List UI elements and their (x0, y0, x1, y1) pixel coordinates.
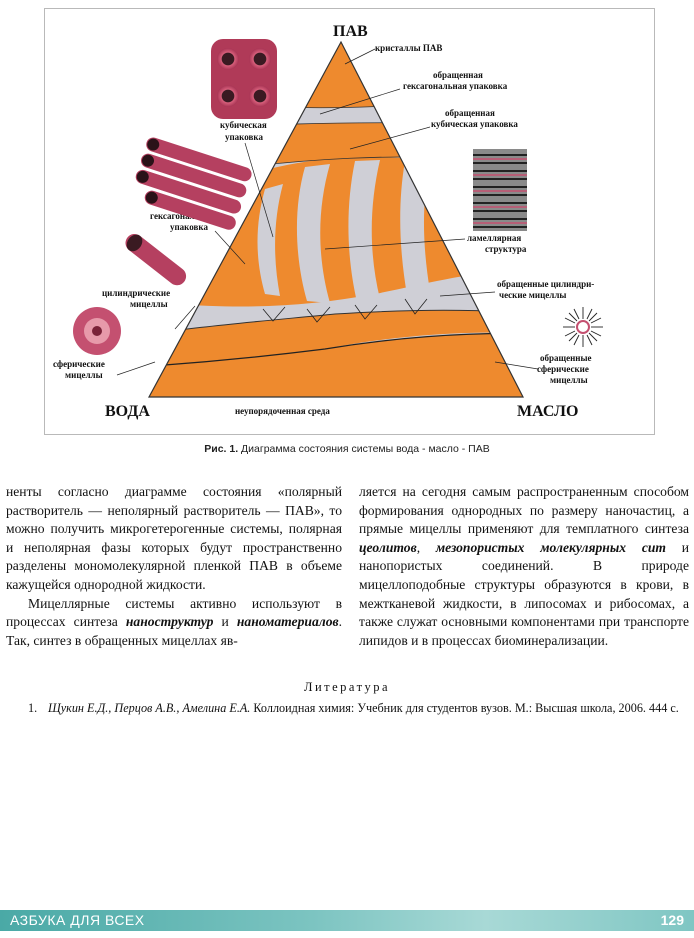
label-inv-sph-2: сферические (537, 364, 589, 374)
left-paragraph-2: Мицеллярные системы активно используют в… (6, 595, 342, 648)
page-number: 129 (660, 912, 684, 928)
label-lamellar-1: ламеллярная (467, 233, 521, 243)
figure-frame: ПАВ ВОДА МАСЛО кристаллы ПАВ обращенная … (44, 8, 655, 435)
literature-rest: Коллоидная химия: Учебник для студентов … (250, 701, 679, 715)
corner-label-top: ПАВ (333, 23, 368, 40)
lamellar-stack-icon (473, 149, 527, 231)
corner-label-left: ВОДА (105, 403, 150, 420)
label-crystals: кристаллы ПАВ (375, 43, 442, 53)
label-cubic-2: упаковка (225, 132, 263, 142)
spherical-micelle-icon (73, 307, 121, 355)
label-inv-hex-2: гексагональная упаковка (403, 81, 508, 91)
hexagonal-cylinders-icon (135, 137, 252, 230)
caption-text: Диаграмма состояния системы вода - масло… (238, 443, 490, 455)
label-inv-sph-3: мицеллы (550, 375, 588, 385)
label-sph-1: сферические (53, 359, 105, 369)
footer-bar: АЗБУКА ДЛЯ ВСЕХ 129 (0, 910, 694, 931)
label-cubic-1: кубическая (220, 120, 267, 130)
left-column: ненты согласно диаграмме состояния «поля… (6, 483, 342, 650)
phase-diagram: ПАВ ВОДА МАСЛО кристаллы ПАВ обращенная … (53, 23, 603, 420)
label-cyl-2: мицеллы (130, 299, 168, 309)
right-paragraph: ляется на сегодня самым распространенным… (359, 484, 689, 648)
label-inv-cub-1: обращенная (445, 108, 495, 118)
label-inv-hex-1: обращенная (433, 70, 483, 80)
literature-number: 1. (28, 701, 38, 715)
left-paragraph-1: ненты согласно диаграмме состояния «поля… (6, 484, 342, 592)
label-hex-1: гексагональная (150, 211, 214, 221)
label-inv-cub-2: кубическая упаковка (431, 119, 518, 129)
label-inv-cyl-1: обращенные цилиндри- (497, 279, 594, 289)
caption-label: Рис. 1. (204, 443, 239, 455)
footer-title: АЗБУКА ДЛЯ ВСЕХ (10, 912, 145, 928)
label-hex-2: упаковка (170, 222, 208, 232)
literature-text: Щукин Е.Д., Перцов А.В., Амелина Е.А. Ко… (48, 700, 689, 717)
label-sph-2: мицеллы (65, 370, 103, 380)
literature-title: Литература (304, 680, 390, 694)
cylindrical-micelle-icon (125, 233, 187, 286)
literature-authors: Щукин Е.Д., Перцов А.В., Амелина Е.А. (48, 701, 251, 715)
label-lamellar-2: структура (485, 244, 527, 254)
label-cyl-1: цилиндрические (102, 288, 170, 298)
cubic-micelle-icon (211, 39, 277, 119)
label-disordered: неупорядоченная среда (235, 406, 330, 416)
figure-caption: Рис. 1. Диаграмма состояния системы вода… (0, 443, 694, 455)
literature-item: 1. Щукин Е.Д., Перцов А.В., Амелина Е.А.… (28, 700, 689, 717)
label-inv-cyl-2: ческие мицеллы (499, 290, 566, 300)
inverted-spherical-micelle-icon (563, 307, 603, 347)
label-inv-sph-1: обращенные (540, 353, 592, 363)
right-column: ляется на сегодня самым распространенным… (359, 483, 689, 650)
corner-label-right: МАСЛО (517, 403, 578, 420)
